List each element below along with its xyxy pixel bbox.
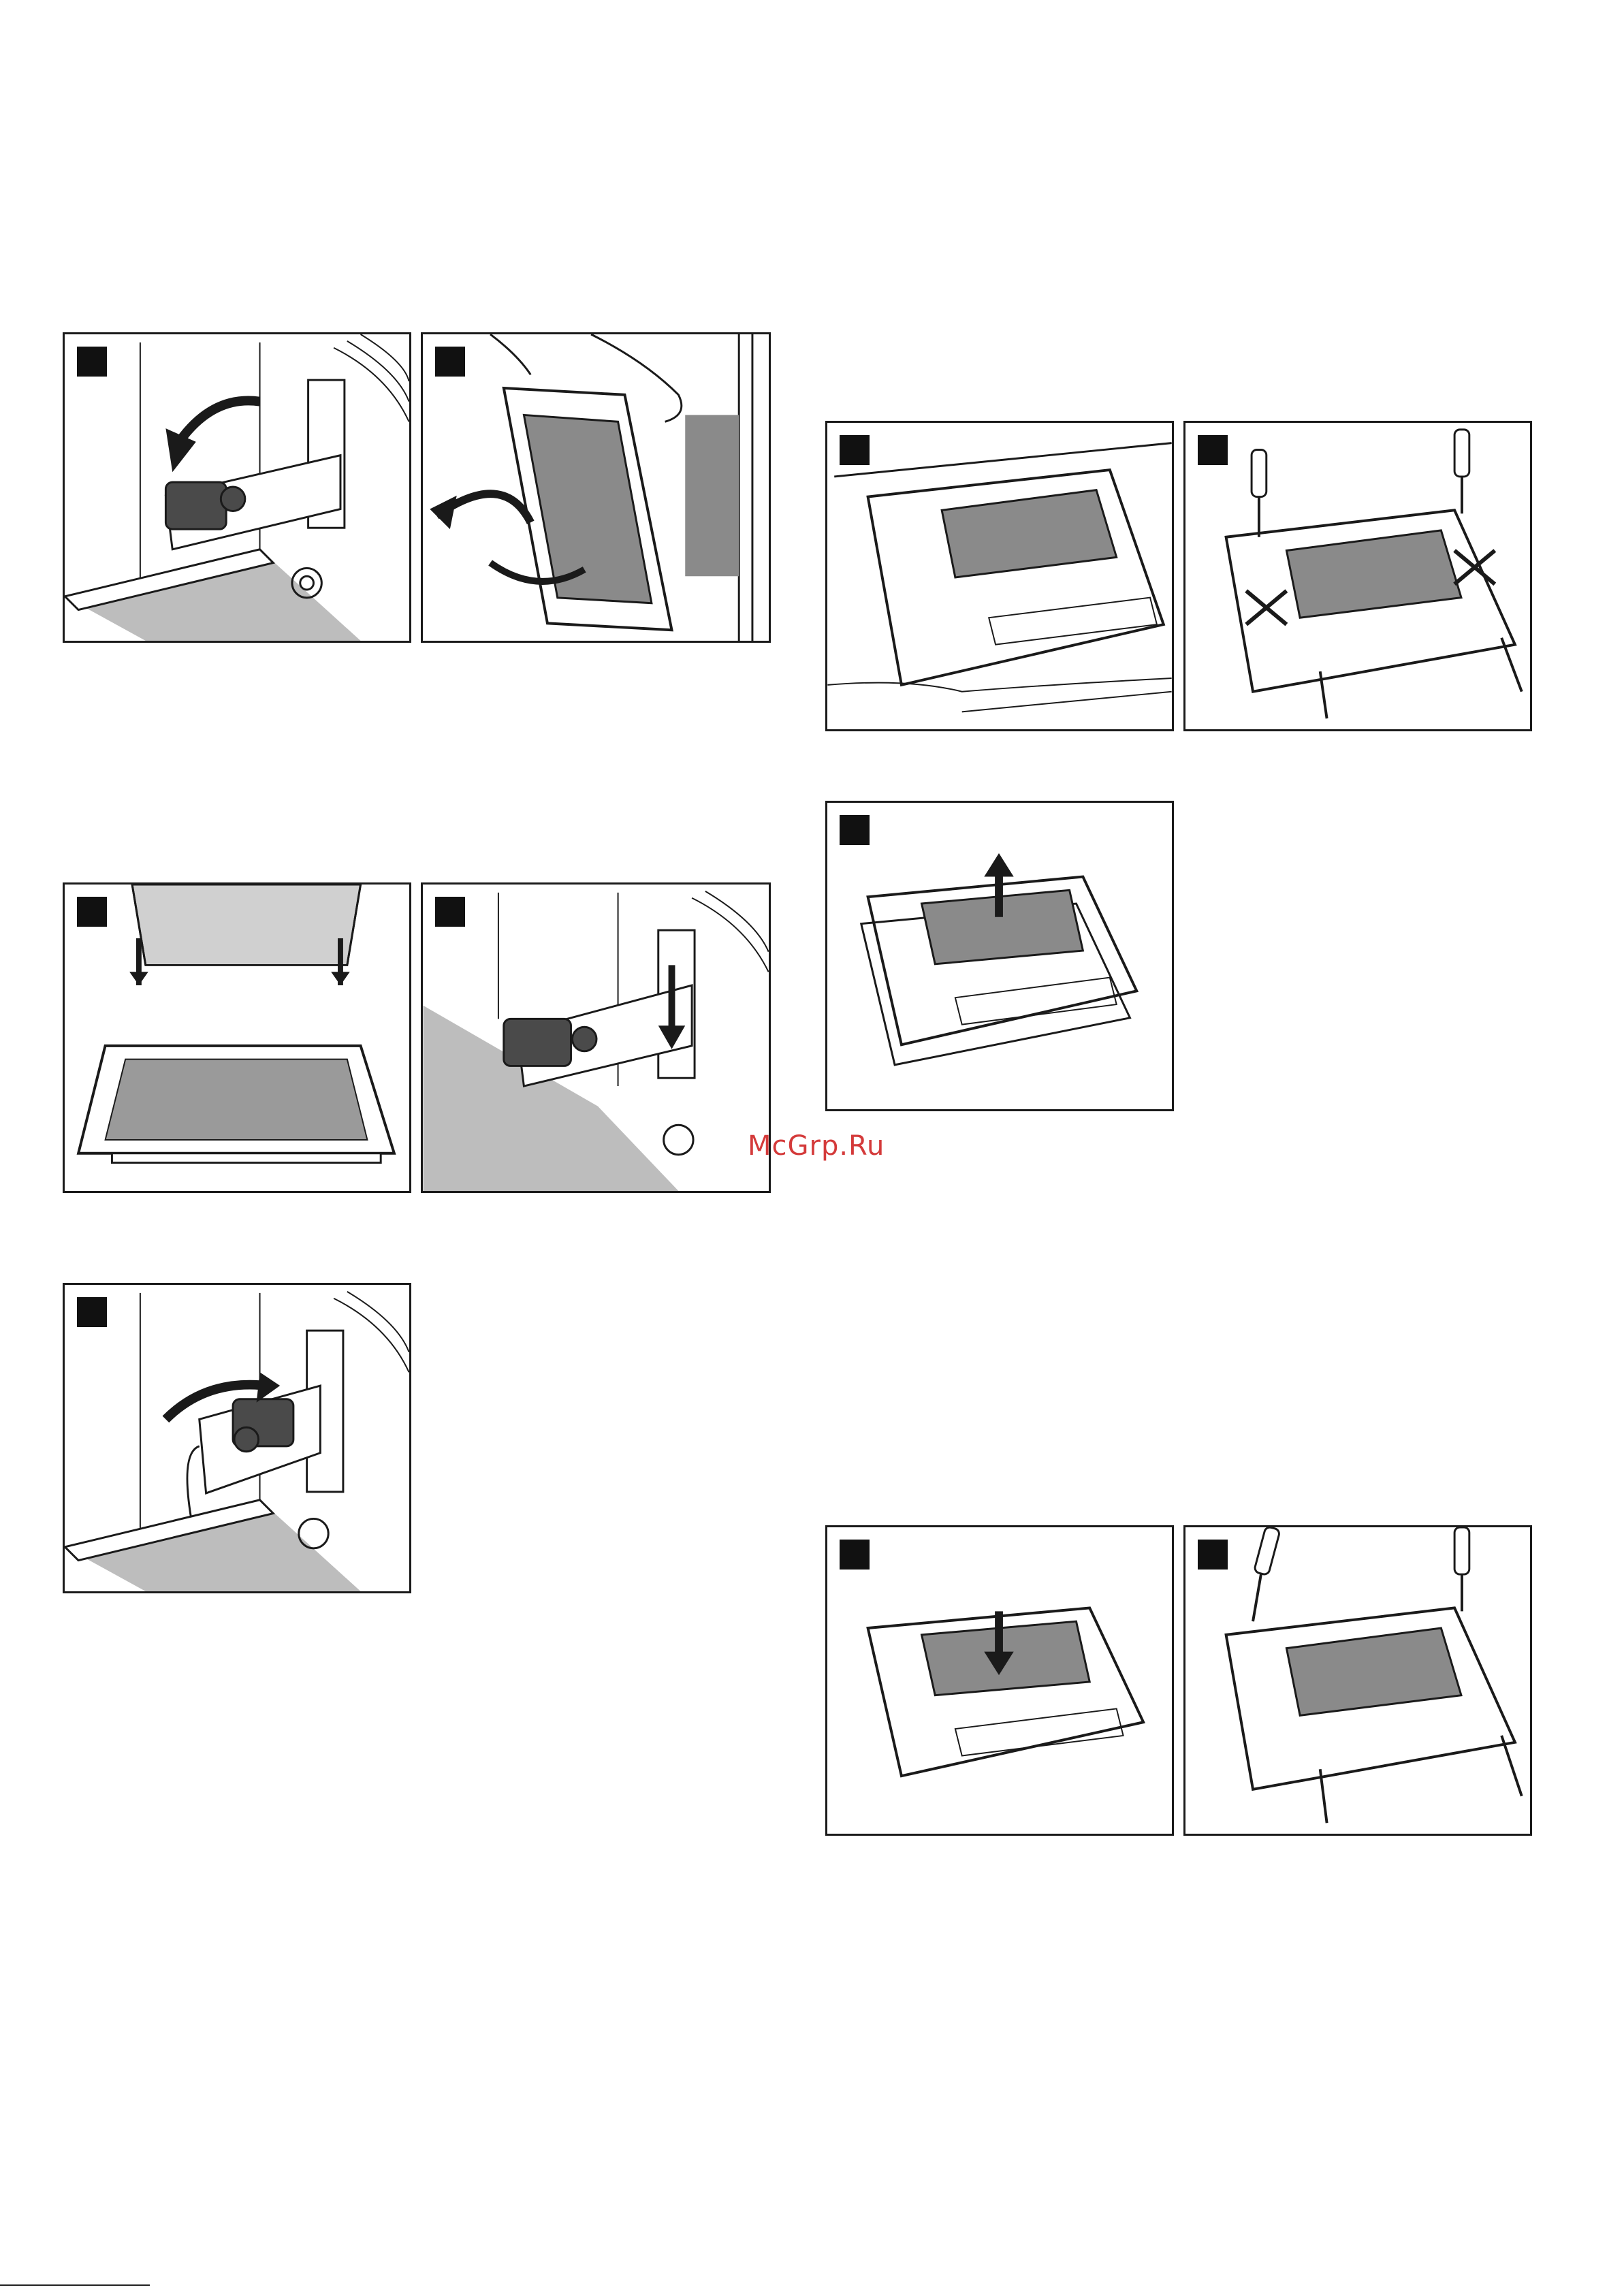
door-insert-icon [65, 885, 409, 1191]
panel-inner-door-unscrew [1183, 421, 1532, 731]
door-panel-icon [827, 423, 1172, 729]
step-marker [1198, 435, 1228, 465]
hinge-lever-icon [65, 1285, 409, 1591]
step-marker [435, 897, 465, 927]
step-marker [77, 347, 107, 377]
panel-inner-door-screw [1183, 1525, 1532, 1836]
step-marker [1198, 1540, 1228, 1570]
door-removal-icon [423, 334, 769, 641]
screwdriver-icon [1185, 1527, 1530, 1834]
watermark-text: McGrp.Ru [748, 1130, 885, 1162]
panel-hinge-lever-up [63, 1283, 411, 1593]
step-marker [77, 1297, 107, 1327]
step-marker [435, 347, 465, 377]
screwdriver-icon [1185, 423, 1530, 729]
hinge-lever-icon [65, 334, 409, 641]
hinge-lever-icon [423, 885, 769, 1191]
step-marker [840, 815, 870, 845]
step-marker [840, 435, 870, 465]
panel-inner-door-lay-flat [825, 421, 1174, 731]
panel-hinge-lever-lock [421, 882, 771, 1193]
step-marker [840, 1540, 870, 1570]
step-marker [77, 897, 107, 927]
glass-pane-icon [827, 1527, 1172, 1834]
footer-rule [0, 2284, 150, 2286]
panel-hinge-lever-down [63, 332, 411, 643]
glass-pane-icon [827, 803, 1172, 1109]
panel-door-lift-off [421, 332, 771, 643]
panel-door-reinsert [63, 882, 411, 1193]
panel-inner-pane-lift [825, 801, 1174, 1111]
panel-inner-pane-insert [825, 1525, 1174, 1836]
